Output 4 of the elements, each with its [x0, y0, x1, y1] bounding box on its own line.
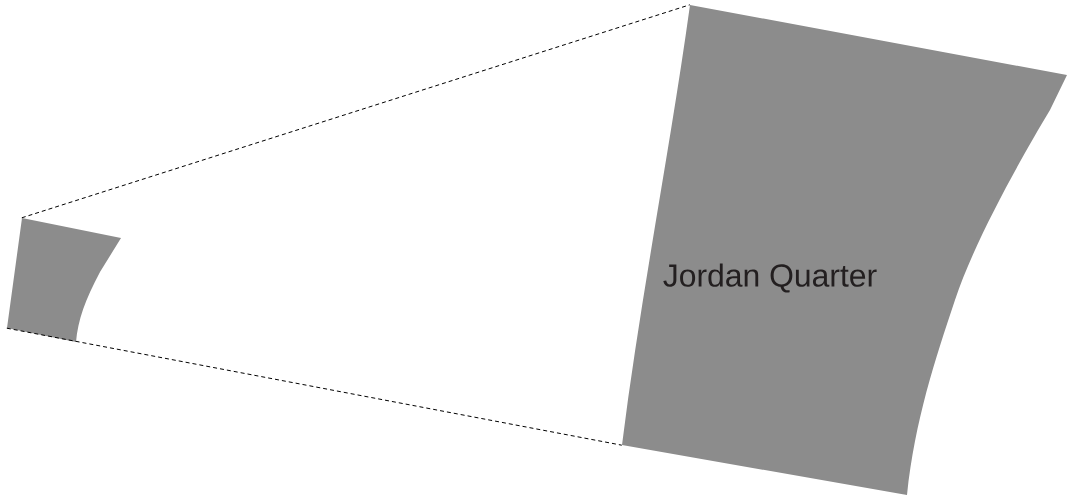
map-region: Jordan Quarter	[622, 5, 1067, 495]
map-region	[7, 218, 121, 342]
zoom-line	[21, 4, 691, 219]
zoom-line	[6, 327, 623, 446]
